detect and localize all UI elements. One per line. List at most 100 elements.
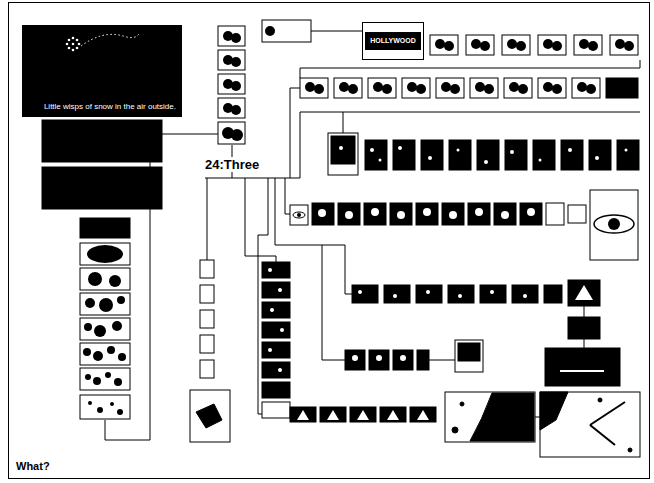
circle-shape: [94, 325, 106, 337]
storyboard-frame: [590, 190, 638, 260]
storyboard-frame: [262, 322, 290, 338]
storyboard-frame: [504, 78, 532, 98]
figure-silhouette: [552, 84, 562, 94]
figure-silhouette: [588, 41, 598, 51]
storyboard-frame: [345, 350, 365, 370]
texture-speck: [278, 288, 282, 292]
storyboard-frame: [512, 285, 538, 303]
page-frame: [9, 3, 650, 479]
snowflake: [72, 43, 75, 46]
figure-silhouette: [435, 39, 445, 49]
figure-silhouette: [586, 84, 596, 94]
storyboard-frame: [380, 407, 406, 422]
flow-line: [300, 112, 640, 178]
storyboard-frame: [468, 203, 490, 225]
storyboard-frame: [520, 203, 542, 225]
texture-speck: [318, 209, 326, 217]
circle-shape: [85, 374, 91, 380]
sign-text: HOLLYWOOD: [365, 32, 421, 50]
storyboard-frame: [290, 205, 308, 225]
snowflake: [66, 43, 69, 46]
storyboard-frame: [200, 285, 214, 303]
storyboard-frame: [262, 302, 290, 318]
storyboard-frame: [190, 260, 640, 457]
storyboard-frame: [417, 350, 429, 370]
storyboard-frame: [458, 343, 480, 361]
figure-silhouette: [444, 41, 454, 51]
storyboard-frame: [384, 285, 410, 303]
texture-speck: [428, 156, 432, 160]
texture-speck: [358, 290, 362, 294]
texture-speck: [270, 308, 274, 312]
head-frame: [262, 20, 311, 42]
storyboard-frame: [390, 203, 412, 225]
storyboard-frame: [540, 392, 640, 457]
texture-speck: [475, 208, 483, 216]
sequence-title: 24:Three: [203, 157, 261, 172]
texture-speck: [398, 146, 402, 150]
texture-speck: [568, 148, 572, 152]
texture-speck: [370, 148, 374, 152]
figure-silhouette: [543, 39, 553, 49]
head-silhouette: [231, 81, 241, 91]
sketch-mark: [470, 393, 534, 441]
figure-silhouette: [518, 84, 528, 94]
page-note: What?: [14, 460, 52, 472]
storyboard-frame: [442, 203, 464, 225]
texture-speck: [280, 328, 284, 332]
circle-shape: [83, 348, 91, 356]
figure-silhouette: [475, 82, 485, 92]
eye-drawing: [293, 212, 305, 218]
figure-silhouette: [507, 39, 517, 49]
snowflake: [68, 47, 71, 50]
texture-speck: [376, 355, 382, 361]
head-frame: [218, 98, 245, 118]
snowflake: [72, 37, 75, 40]
texture-speck: [268, 348, 272, 352]
storyboard-frame: [42, 120, 162, 162]
storyboard-frame: [350, 407, 376, 422]
snowflake: [78, 43, 81, 46]
texture-speck: [423, 208, 431, 216]
storyboard-frame: [262, 342, 290, 358]
texture-speck: [278, 368, 282, 372]
head-silhouette: [231, 57, 241, 67]
sketch-mark: [452, 427, 458, 433]
flow-line: [429, 360, 455, 361]
storyboard-frame: [312, 203, 334, 225]
storyboard-frame: [300, 35, 638, 98]
storyboard-frame: [42, 120, 162, 419]
storyboard-frame: [470, 78, 498, 98]
eye-drawing: [608, 218, 620, 230]
texture-speck: [297, 410, 309, 420]
storyboard-frame: [80, 293, 130, 315]
snowflake: [76, 47, 79, 50]
storyboard-frame: [262, 262, 290, 278]
storyboard-frame: [538, 78, 566, 98]
sketch-mark: [628, 448, 632, 452]
storyboard-frame: [368, 78, 396, 98]
storyboard-frame: [448, 285, 474, 303]
storyboard-frame: [416, 285, 442, 303]
figure-silhouette: [382, 84, 392, 94]
storyboard-frame: [494, 203, 516, 225]
storyboard-frame: [369, 350, 389, 370]
circle-shape: [117, 296, 125, 304]
figure-silhouette: [348, 84, 358, 94]
texture-speck: [327, 410, 339, 420]
storyboard-frame: [262, 402, 290, 418]
snowflake: [76, 39, 79, 42]
storyboard-frame: [606, 78, 638, 98]
storyboard-frame: [568, 317, 600, 339]
texture-speck: [268, 268, 429, 420]
flow-line: [584, 339, 585, 348]
circle-shape: [99, 298, 113, 312]
storyboard-frame: [80, 268, 130, 290]
storyboard-frame: [80, 368, 130, 390]
texture-speck: [400, 355, 406, 361]
flow-line: [300, 60, 640, 78]
head-silhouette: [231, 33, 241, 43]
storyboard-frame: [334, 78, 362, 98]
flow-line: [584, 306, 585, 317]
texture-speck: [510, 150, 514, 154]
